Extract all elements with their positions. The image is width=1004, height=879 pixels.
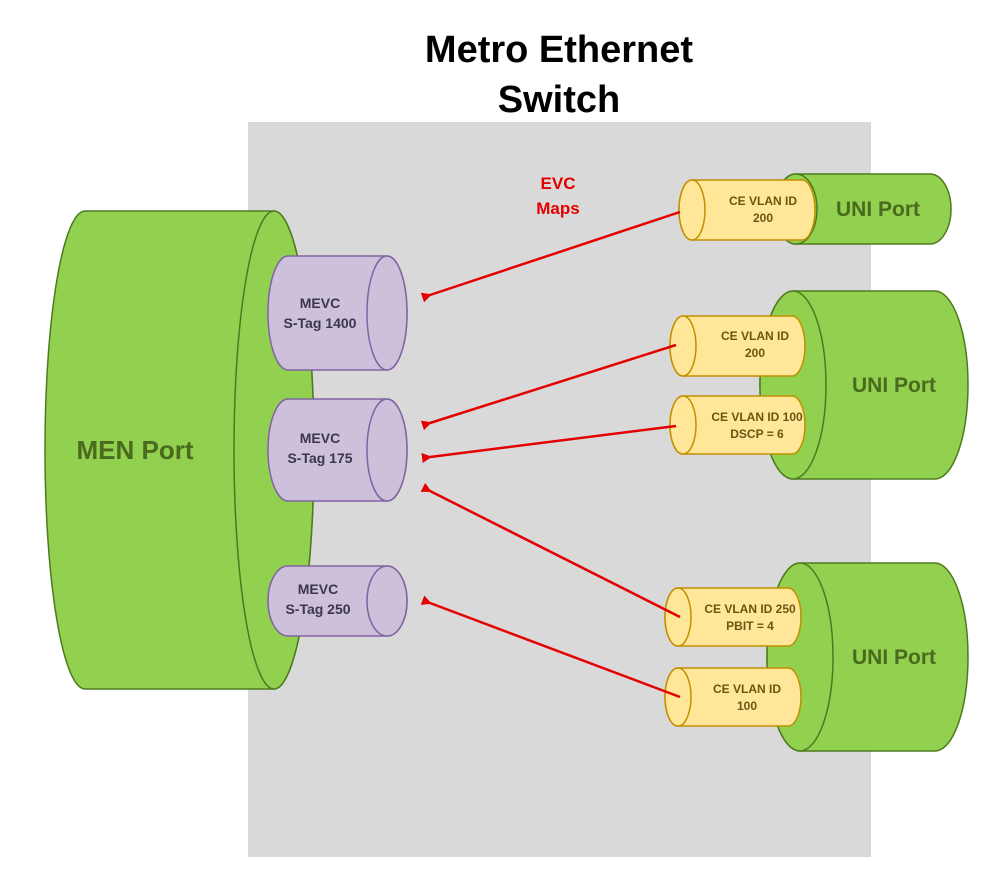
uni-port-1: UNI Port [774, 173, 952, 245]
uni-port-1-label: UNI Port [836, 198, 920, 221]
ce-vlan-4-line-2: PBIT = 4 [726, 619, 774, 633]
uni-port-3-label: UNI Port [852, 646, 936, 669]
ce-vlan-4-line-1: CE VLAN ID 250 [704, 602, 796, 616]
ce-vlan-5-line-2: 100 [737, 699, 757, 713]
ce-vlan-2-line-1: CE VLAN ID [721, 329, 789, 343]
mevc-2-line-2: S-Tag 175 [287, 450, 352, 466]
ce-vlan-100: CE VLAN ID 100 [664, 667, 802, 727]
uni-port-3: UNI Port [766, 562, 969, 752]
mevc-s-tag-1400: MEVC S-Tag 1400 [267, 255, 408, 371]
ce-vlan-250-pbit: CE VLAN ID 250 PBIT = 4 [664, 587, 802, 647]
ce-vlan-1-line-2: 200 [753, 211, 773, 225]
ce-vlan-200-b: CE VLAN ID 200 [669, 315, 806, 377]
mevc-3-line-2: S-Tag 250 [285, 601, 350, 617]
title-line-1: Metro Ethernet [425, 29, 693, 71]
mevc-1-line-2: S-Tag 1400 [284, 315, 357, 331]
mevc-s-tag-250: MEVC S-Tag 250 [267, 565, 408, 637]
evc-maps-label-line-2: Maps [536, 199, 579, 218]
mevc-3-line-1: MEVC [298, 581, 338, 597]
evc-maps-label-line-1: EVC [541, 174, 576, 193]
mevc-1-line-1: MEVC [300, 295, 340, 311]
evc-arrow-vlan250-to-stag175 [420, 482, 681, 619]
ce-vlan-3-line-2: DSCP = 6 [730, 427, 784, 441]
ce-vlan-5-line-1: CE VLAN ID [713, 682, 781, 696]
evc-arrow-vlan100-to-stag250 [420, 595, 681, 699]
mevc-2-line-1: MEVC [300, 430, 340, 446]
evc-arrow-vlan200-to-stag175 [420, 343, 677, 431]
ce-vlan-3-line-1: CE VLAN ID 100 [711, 410, 803, 424]
evc-arrow-vlan100-to-stag175 [421, 424, 677, 463]
ce-vlan-200-a: CE VLAN ID 200 [678, 179, 816, 241]
mevc-s-tag-175: MEVC S-Tag 175 [267, 398, 408, 502]
ce-vlan-2-line-2: 200 [745, 346, 765, 360]
ce-vlan-1-line-1: CE VLAN ID [729, 194, 797, 208]
uni-port-2-label: UNI Port [852, 374, 936, 397]
men-port-label: MEN Port [77, 435, 194, 465]
evc-arrow-vlan200-to-stag1400 [420, 210, 681, 303]
title-line-2: Switch [498, 79, 620, 121]
ce-vlan-100-dscp: CE VLAN ID 100 DSCP = 6 [669, 395, 806, 455]
